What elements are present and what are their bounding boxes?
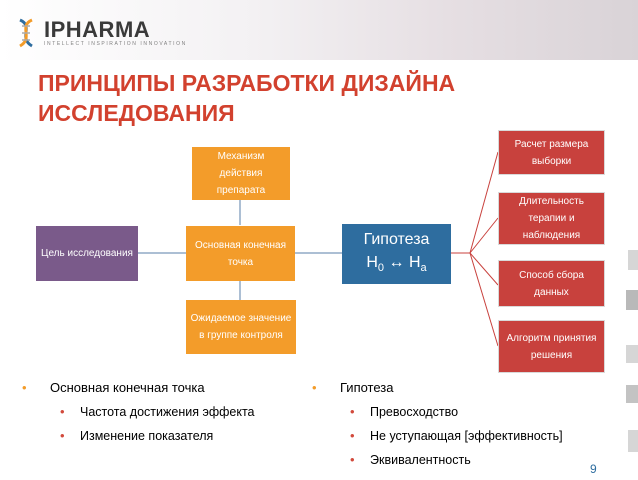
outcome-box: Алгоритм принятия решения (498, 320, 605, 373)
bullet-icon: • (60, 404, 65, 419)
hypothesis-formula: H0 ↔ Ha (366, 253, 427, 275)
top-box: Механизм действия препарата (192, 147, 290, 200)
list-item: •Превосходство (310, 400, 610, 424)
list-heading: •Основная конечная точка (20, 376, 310, 400)
outcome-box: Расчет размера выборки (498, 130, 605, 175)
hypothesis-label: Гипотеза (363, 230, 430, 248)
list-item: •Эквивалентность (310, 448, 610, 472)
slide-title: ПРИНЦИПЫ РАЗРАБОТКИ ДИЗАЙНА ИССЛЕДОВАНИЯ (38, 70, 456, 126)
logo-tagline: INTELLECT INSPIRATION INNOVATION (44, 40, 187, 47)
hypothesis-box: Гипотеза H0 ↔ Ha (342, 224, 451, 284)
bullet-icon: • (22, 380, 27, 395)
center-box: Основная конечная точка (186, 226, 295, 281)
bullet-icon: • (350, 404, 355, 419)
list-item: •Не уступающая [эффективность] (310, 424, 610, 448)
outcome-box: Способ сбора данных (498, 260, 605, 307)
dna-logo-icon (12, 18, 42, 48)
bottom-box: Ожидаемое значение в группе контроля (186, 300, 296, 354)
header-band (0, 0, 638, 60)
list-item: •Изменение показателя (20, 424, 310, 448)
page-number: 9 (590, 462, 597, 476)
bullet-icon: • (60, 428, 65, 443)
outcome-box: Длительность терапии и наблюдения (498, 192, 605, 245)
goal-box: Цель исследования (36, 226, 138, 281)
right-edge-decoration (624, 250, 638, 480)
list-heading: •Гипотеза (310, 376, 610, 400)
bullet-icon: • (350, 428, 355, 443)
logo: IPHARMA INTELLECT INSPIRATION INNOVATION (12, 16, 187, 50)
bullet-icon: • (312, 380, 317, 395)
left-bullet-list: •Основная конечная точка •Частота достиж… (20, 376, 310, 448)
bullet-icon: • (350, 452, 355, 467)
right-bullet-list: •Гипотеза •Превосходство •Не уступающая … (310, 376, 610, 472)
list-item: •Частота достижения эффекта (20, 400, 310, 424)
logo-name: IPHARMA (44, 16, 151, 42)
